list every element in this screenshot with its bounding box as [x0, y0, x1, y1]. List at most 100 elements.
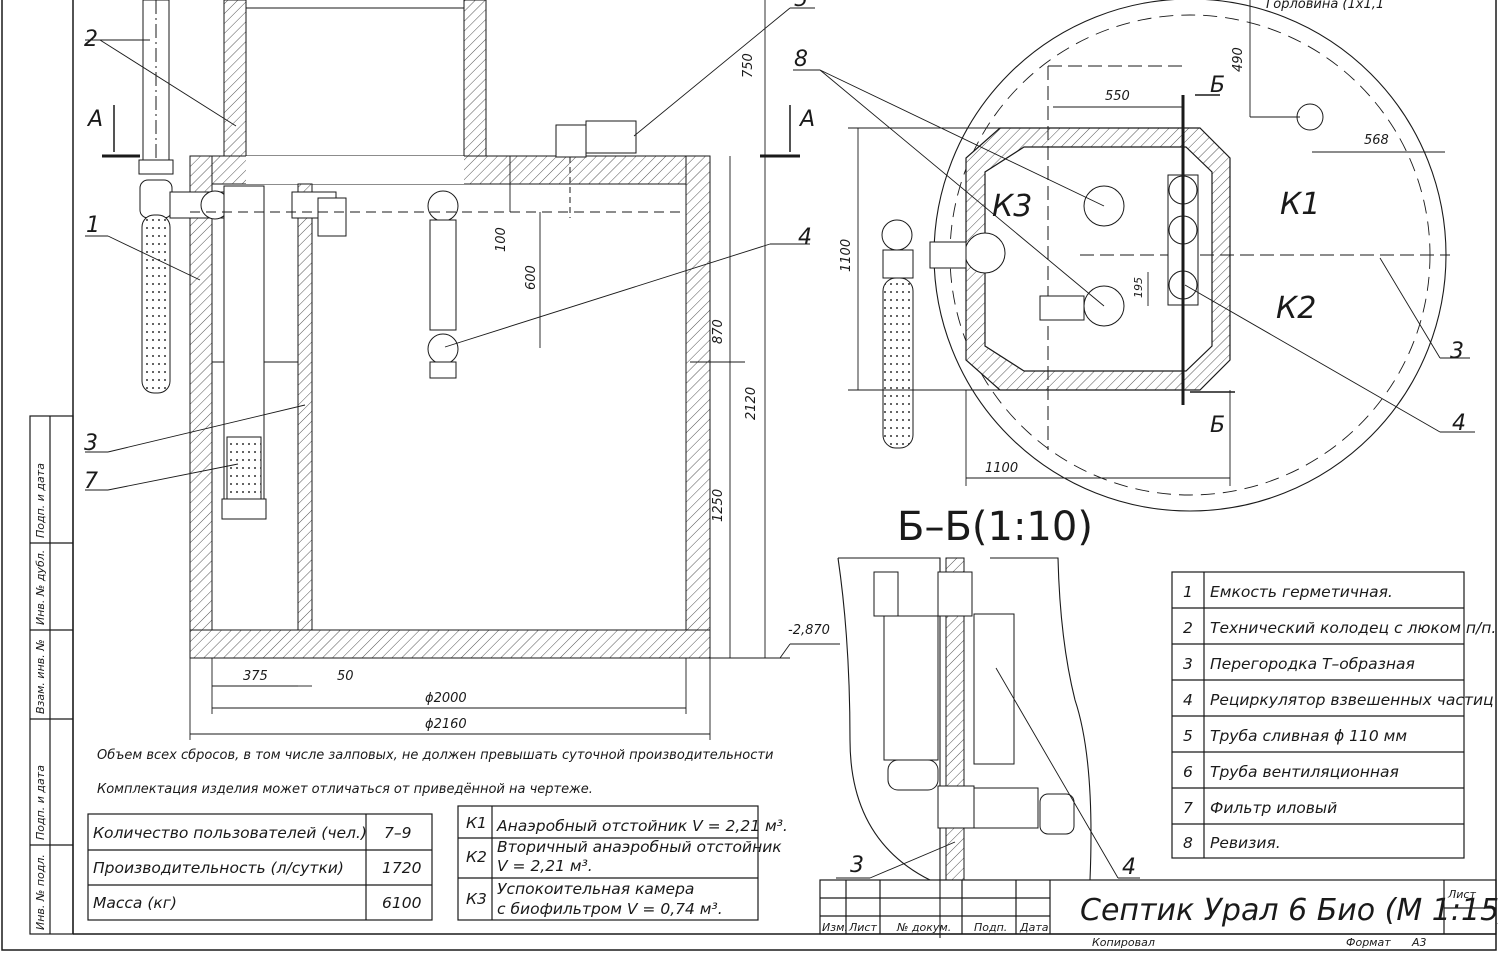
legend-num-2: 2 — [1183, 619, 1193, 637]
dim-490: 490 — [1231, 47, 1246, 72]
note-1: Объем всех сбросов, в том числе залповых… — [97, 748, 773, 763]
margin-label-inv-podl: Инв. № подл. — [34, 854, 47, 930]
parameters-table — [87, 813, 433, 921]
format-value: А3 — [1411, 936, 1427, 949]
title-header-data: Дата — [1019, 921, 1049, 934]
dim-550: 550 — [1105, 89, 1130, 104]
callout-leaders-left — [85, 7, 815, 491]
partition-wall — [297, 183, 313, 631]
legend-num-1: 1 — [1183, 583, 1193, 601]
left-margin-stamp — [29, 415, 74, 935]
callout-4-bb: 4 — [1122, 855, 1136, 880]
volume-code-k3: К3 — [466, 890, 487, 908]
legend-num-6: 6 — [1183, 763, 1193, 781]
legend-num-5: 5 — [1183, 727, 1193, 745]
callout-3-bb: 3 — [850, 853, 864, 878]
volume-desc-k1: Анаэробный отстойник V = 2,21 м³. — [496, 817, 788, 835]
dim-level: -2,870 — [788, 623, 830, 638]
volume-code-k2: К2 — [466, 848, 487, 866]
callout-3-plan: 3 — [1450, 339, 1464, 364]
legend-table — [1171, 571, 1465, 859]
silt-filter — [226, 436, 262, 500]
title-header-dokum: № докум. — [896, 921, 951, 934]
plan-view — [793, 0, 1475, 512]
param-label-capacity: Производительность (л/сутки) — [93, 859, 344, 877]
legend-text-1: Емкость герметичная. — [1210, 583, 1393, 601]
chamber-k1: К1 — [1280, 187, 1320, 222]
dim-2120: 2120 — [744, 387, 759, 420]
manhole-wall-right — [463, 0, 487, 157]
dim-195: 195 — [1132, 277, 1145, 298]
callout-4-plan: 4 — [1452, 411, 1466, 436]
title-block — [819, 879, 1497, 935]
dim-1100-vertical: 1100 — [839, 239, 854, 272]
volume-desc-k2-line1: Вторичный анаэробный отстойник — [497, 838, 782, 856]
chamber-k2: К2 — [1276, 291, 1316, 326]
sheet-label: Лист — [1447, 888, 1476, 901]
param-value-users: 7–9 — [384, 824, 411, 842]
volume-desc-k3-line2: с биофильтром V = 0,74 м³. — [497, 900, 723, 918]
note-2: Комплектация изделия может отличаться от… — [97, 782, 593, 797]
tank-wall-right — [685, 155, 711, 659]
param-label-users: Количество пользователей (чел.) — [93, 824, 367, 842]
dim-phi2160: ϕ2160 — [425, 717, 467, 732]
legend-text-8: Ревизия. — [1210, 834, 1281, 852]
perforated-infiltration-pipe — [141, 214, 171, 394]
dim-750: 750 — [741, 53, 756, 78]
title-header-izm: Изм. — [822, 921, 848, 934]
margin-label-podp-data-2: Подп. и дата — [34, 463, 47, 538]
callout-3-left: 3 — [84, 431, 98, 456]
top-edge-text: Горловина (1х1,1 — [1266, 0, 1384, 12]
margin-label-podp-data-1: Подп. и дата — [34, 765, 47, 840]
dim-phi2000: ϕ2000 — [425, 691, 467, 706]
callout-5: 5 — [794, 0, 808, 12]
legend-num-8: 8 — [1183, 834, 1193, 852]
volume-desc-k3-line1: Успокоительная камера — [497, 880, 694, 898]
tank-bottom-slab — [189, 629, 711, 659]
section-b-b-view — [836, 557, 1140, 938]
tank-wall-left — [189, 155, 213, 659]
dim-1100-horizontal: 1100 — [985, 461, 1018, 476]
dim-600: 600 — [524, 265, 539, 290]
title-header-list: Лист — [848, 921, 877, 934]
volume-code-k1: К1 — [466, 814, 487, 832]
section-a-label-right: А — [798, 107, 815, 132]
legend-text-5: Труба сливная ϕ 110 мм — [1210, 727, 1407, 745]
dim-100: 100 — [494, 227, 509, 252]
section-a-a-view — [102, 0, 840, 740]
dim-50: 50 — [337, 669, 354, 684]
legend-num-7: 7 — [1183, 799, 1193, 817]
callout-7: 7 — [84, 469, 98, 494]
legend-text-6: Труба вентиляционная — [1210, 763, 1399, 781]
volumes-table — [457, 805, 759, 921]
param-label-mass: Масса (кг) — [93, 894, 177, 912]
param-value-capacity: 1720 — [382, 859, 422, 877]
callout-4-left: 4 — [798, 225, 812, 250]
section-b-label-bottom: Б — [1210, 413, 1225, 438]
dim-375: 375 — [243, 669, 268, 684]
chamber-k3: К3 — [992, 189, 1032, 224]
inlet-pipe — [555, 120, 637, 218]
callout-2: 2 — [84, 27, 98, 52]
legend-text-4: Рециркулятор взвешенных частиц — [1210, 691, 1494, 709]
section-b-b-title: Б–Б(1:10) — [897, 504, 1093, 550]
param-value-mass: 6100 — [382, 894, 422, 912]
recirculator — [429, 219, 457, 331]
section-a-label-left: А — [86, 107, 103, 132]
copied-label: Копировал — [1092, 936, 1155, 949]
manhole-wall-left — [223, 0, 247, 157]
dim-870: 870 — [711, 319, 726, 344]
legend-num-3: 3 — [1183, 655, 1193, 673]
callout-1: 1 — [86, 213, 100, 238]
legend-text-7: Фильтр иловый — [1210, 799, 1337, 817]
volume-desc-k2-line2: V = 2,21 м³. — [497, 857, 593, 875]
legend-num-4: 4 — [1183, 691, 1193, 709]
format-label: Формат — [1346, 936, 1391, 949]
dim-568: 568 — [1364, 133, 1389, 148]
title-header-podp: Подп. — [974, 921, 1007, 934]
drawing-title: Септик Урал 6 Био (М 1:15) — [1080, 893, 1498, 928]
section-b-label-top: Б — [1210, 73, 1225, 98]
margin-label-inv-dubl: Инв. № дубл. — [34, 550, 47, 625]
